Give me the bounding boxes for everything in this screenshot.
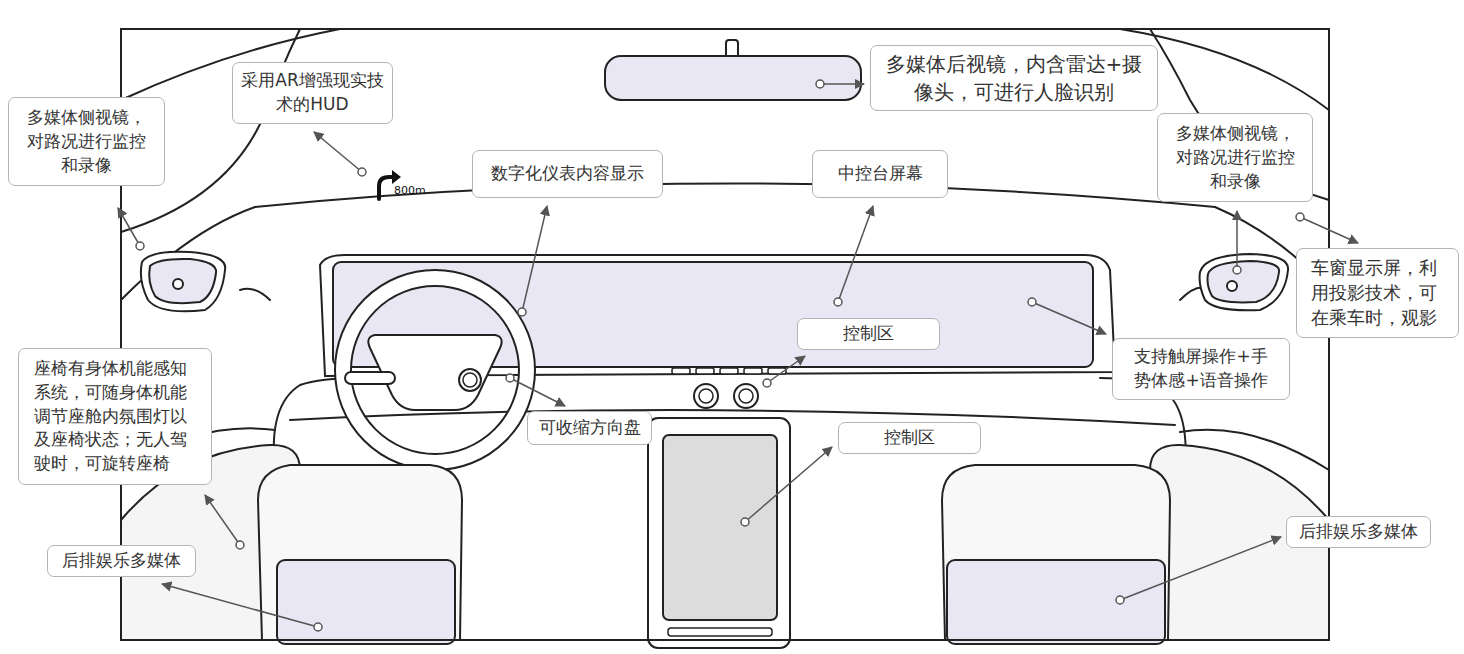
wheel-rim <box>335 270 535 470</box>
callout-box: 可收缩方向盘 <box>527 411 652 445</box>
leader-line <box>510 378 565 406</box>
leader-line <box>838 206 873 302</box>
mirror-base <box>240 289 270 300</box>
callout-box: 多媒体侧视镜，对路况进行监控和录像 <box>8 97 165 186</box>
leader-dot <box>136 242 144 250</box>
leader-line <box>205 495 240 545</box>
leader-line <box>1120 537 1281 600</box>
callout-text: 多媒体侧视镜，对路况进行监控和录像 <box>24 106 149 177</box>
side-mirror <box>1200 254 1289 310</box>
leader-dot <box>816 80 824 88</box>
leader-line <box>522 206 547 312</box>
side-mirror <box>141 252 225 312</box>
callout-box: 支持触屏操作+手势体感+语音操作 <box>1112 338 1290 400</box>
callout-box: 控制区 <box>797 318 940 350</box>
air-vent <box>744 368 762 374</box>
control-knob <box>699 389 713 403</box>
leader-dot <box>834 298 842 306</box>
callout-text: 多媒体侧视镜，对路况进行监控和录像 <box>1173 122 1297 193</box>
leader-line <box>767 356 805 383</box>
callout-box: 后排娱乐多媒体 <box>47 545 196 577</box>
rearview-mirror-body <box>605 56 861 100</box>
steering-wheel <box>335 270 535 470</box>
side-mirror-glass <box>1208 261 1280 302</box>
callout-text: 中控台屏幕 <box>821 162 939 186</box>
callout-text: 座椅有身体机能感知系统，可随身体机能调节座舱内氛围灯以及座椅状态；无人驾驶时，可… <box>34 357 196 476</box>
leader-line <box>1032 302 1106 334</box>
air-vent <box>720 368 738 374</box>
leader-line <box>820 83 864 85</box>
rear-screen <box>947 560 1165 644</box>
leader-line <box>1236 211 1238 270</box>
leader-dot <box>741 518 749 526</box>
distance-label: 800m <box>394 184 426 197</box>
console-slot <box>668 628 772 636</box>
callout-box: 数字化仪表内容显示 <box>472 150 663 198</box>
wheel-spoke <box>345 372 395 384</box>
callout-box: 座椅有身体机能感知系统，可随身体机能调节座舱内氛围灯以及座椅状态；无人驾驶时，可… <box>18 348 212 485</box>
callout-text: 控制区 <box>847 426 972 450</box>
rearview-mirror <box>605 40 861 100</box>
callout-text: 采用AR增强现实技术的HUD <box>239 69 386 117</box>
side-mirror-glass <box>149 259 216 303</box>
turn-arrow-head <box>392 170 401 184</box>
windshield-edge <box>255 184 1215 208</box>
callout-box: 控制区 <box>838 422 981 454</box>
leader-dot <box>1296 213 1304 221</box>
air-vent <box>672 368 690 374</box>
air-vent <box>696 368 714 374</box>
seats <box>121 445 1329 644</box>
center-console <box>648 418 790 648</box>
rear-screen <box>277 560 455 644</box>
leader-line <box>1300 217 1358 243</box>
callout-text: 多媒体后视镜，内含雷达+摄像头，可进行人脸识别 <box>885 50 1143 106</box>
callout-box: 中控台屏幕 <box>812 150 948 198</box>
mirror-camera <box>173 279 183 289</box>
mirror-camera <box>1227 281 1237 291</box>
leader-dot <box>1116 596 1124 604</box>
leader-line <box>314 132 362 172</box>
callout-box: 多媒体后视镜，内含雷达+摄像头，可进行人脸识别 <box>870 45 1158 111</box>
callout-text: 车窗显示屏，利用投影技术，可在乘车时，观影 <box>1311 255 1444 331</box>
leader-dot <box>1233 266 1241 274</box>
callout-text: 后排娱乐多媒体 <box>56 549 187 573</box>
frame <box>121 29 1329 640</box>
leader-dot <box>1028 298 1036 306</box>
control-knob <box>739 389 753 403</box>
leader-group <box>118 84 1358 627</box>
callout-box: 多媒体侧视镜，对路况进行监控和录像 <box>1157 113 1313 202</box>
callout-text: 控制区 <box>806 322 931 346</box>
leader-dot <box>314 623 322 631</box>
wheel-button <box>459 369 481 391</box>
leader-dot <box>506 374 514 382</box>
cabin-lines <box>121 29 1329 470</box>
wheel-button <box>463 373 477 387</box>
callout-text: 支持触屏操作+手势体感+语音操作 <box>1132 345 1270 393</box>
wheel-rim <box>351 286 519 454</box>
console-body <box>648 418 790 648</box>
control-knob <box>694 384 718 408</box>
callout-box: 车窗显示屏，利用投影技术，可在乘车时，观影 <box>1296 248 1459 338</box>
control-knob <box>734 384 758 408</box>
leader-dot <box>236 541 244 549</box>
callout-box: 采用AR增强现实技术的HUD <box>232 62 393 124</box>
leader-line <box>745 447 832 522</box>
leader-dots <box>136 80 1304 631</box>
wheel-rim-fill <box>343 278 527 462</box>
leader-dot <box>358 168 366 176</box>
console-screen <box>663 435 777 620</box>
callout-text: 数字化仪表内容显示 <box>481 162 654 186</box>
callout-text: 后排娱乐多媒体 <box>1295 520 1422 544</box>
callout-box: 后排娱乐多媒体 <box>1286 516 1431 548</box>
leader-line <box>118 208 140 246</box>
callout-text: 可收缩方向盘 <box>535 416 644 440</box>
leader-dot <box>518 308 526 316</box>
leader-line <box>162 584 318 627</box>
leader-dot <box>763 379 771 387</box>
turn-arrow <box>379 177 393 199</box>
